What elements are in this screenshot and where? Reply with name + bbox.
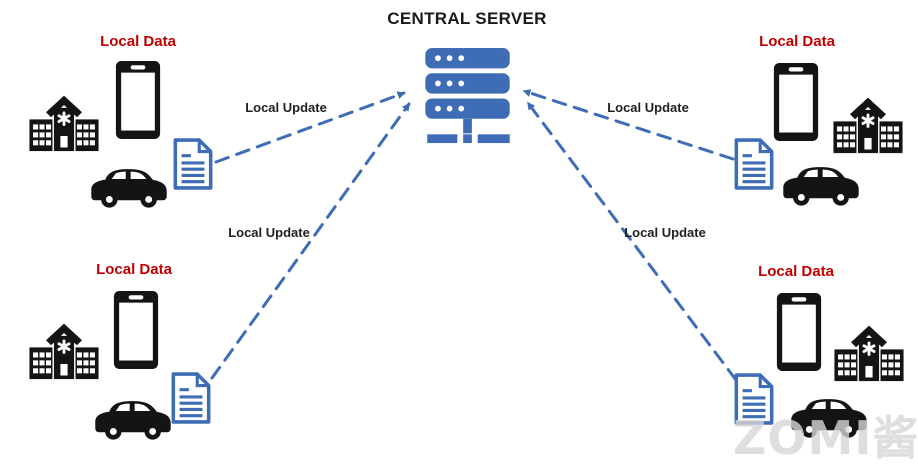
- smartphone-icon: [775, 292, 823, 372]
- local-data-label-top-right: Local Data: [759, 33, 835, 50]
- hospital-icon: [832, 96, 904, 154]
- local-update-arrow-top-left: [214, 91, 406, 164]
- car-icon: [88, 166, 170, 210]
- server-icon: [424, 48, 512, 145]
- local-data-label-top-left: Local Data: [100, 33, 176, 50]
- local-data-label-bottom-right: Local Data: [758, 263, 834, 280]
- document-icon: [733, 138, 775, 190]
- document-icon: [170, 372, 212, 424]
- hospital-icon: [28, 322, 100, 380]
- car-icon: [92, 398, 174, 442]
- smartphone-icon: [112, 290, 160, 370]
- local-update-label-top-right: Local Update: [607, 100, 689, 115]
- central-server-title: CENTRAL SERVER: [387, 9, 547, 28]
- local-update-label-bottom-right: Local Update: [624, 225, 706, 240]
- watermark: ZOMI酱: [733, 411, 918, 465]
- local-update-arrow-bottom-left: [210, 102, 411, 380]
- document-icon: [172, 138, 214, 190]
- local-update-label-bottom-left: Local Update: [228, 225, 310, 240]
- hospital-icon: [28, 94, 100, 152]
- smartphone-icon: [114, 60, 162, 140]
- hospital-icon: [833, 324, 905, 382]
- local-update-label-top-left: Local Update: [245, 100, 327, 115]
- smartphone-icon: [772, 62, 820, 142]
- local-data-label-bottom-left: Local Data: [96, 261, 172, 278]
- local-update-arrow-bottom-right: [526, 101, 738, 382]
- local-update-arrow-top-right: [522, 89, 735, 161]
- car-icon: [780, 164, 862, 208]
